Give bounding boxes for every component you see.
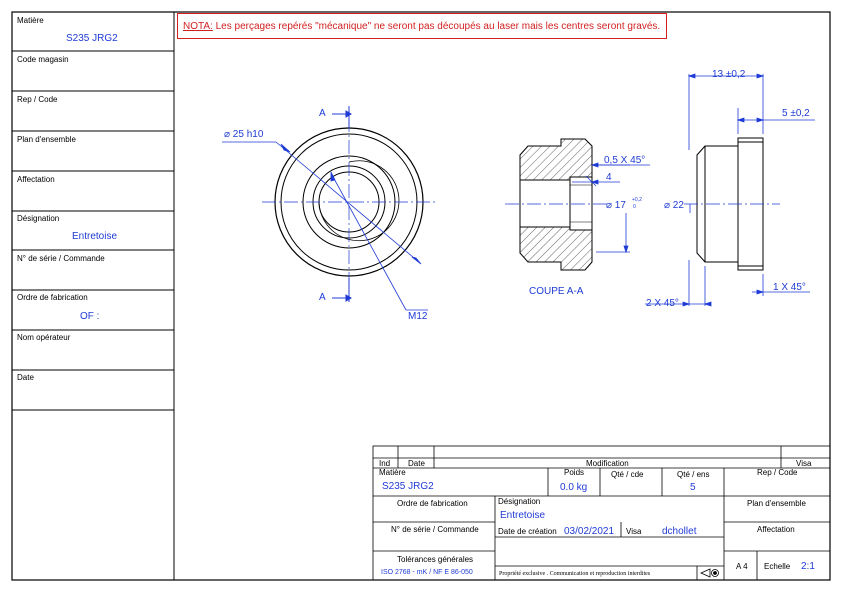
tb-echelle-value: 2:1 (801, 561, 815, 572)
laser-note: NOTA: Les perçages repérés "mécanique" n… (177, 13, 667, 39)
title-block-grid (372, 445, 831, 581)
rep-code-label: Rep / Code (17, 95, 58, 104)
tb-matiere-value: S235 JRG2 (382, 481, 434, 492)
dim-13: 13 ±0,2 (712, 69, 746, 80)
serie-label: N° de série / Commande (17, 254, 105, 263)
ordre-value: OF : (80, 311, 100, 322)
tb-rep-code-label: Rep / Code (757, 468, 798, 477)
tb-designation-value: Entretoise (500, 510, 546, 521)
thread-callout: M12 (408, 311, 428, 322)
section-marker-bottom: A (319, 292, 326, 303)
tb-matiere-label: Matière (379, 468, 406, 477)
dim-5: 5 ±0,2 (782, 108, 810, 119)
tol-17-upper: +0,2 (632, 197, 642, 203)
note-text: Les perçages repérés "mécanique" ne sero… (212, 21, 661, 32)
date-label: Date (17, 373, 34, 382)
projection-symbol-icon (700, 568, 719, 578)
tb-date-creation-label: Date de création (498, 527, 557, 536)
tb-visa: Visa (796, 459, 812, 468)
tb-designation-label: Désignation (498, 497, 541, 506)
section-view (519, 138, 593, 271)
tb-echelle-label: Echelle (764, 562, 791, 571)
tb-propriete: Propriété exclusive . Communication et r… (499, 571, 651, 577)
tb-ordre-label: Ordre de fabrication (397, 499, 468, 508)
tb-modification: Modification (586, 459, 629, 468)
chamfer-small-dim: 0,5 X 45° (604, 155, 646, 166)
side-view (696, 137, 764, 271)
matiere-label: Matière (17, 16, 44, 25)
tb-serie-label: N° de série / Commande (391, 525, 479, 534)
tol-17-lower: 0 (633, 204, 636, 210)
diam-17-dim: ⌀ 17 (606, 200, 626, 211)
tb-date: Date (408, 459, 425, 468)
tb-tolerances-label: Tolérances générales (397, 555, 474, 564)
designation-label: Désignation (17, 214, 60, 223)
tb-poids-label: Poids (564, 468, 585, 477)
tb-visa-label: Visa (626, 527, 642, 536)
tb-qte-ens-label: Qté / ens (677, 470, 710, 479)
matiere-value: S235 JRG2 (66, 33, 118, 44)
left-panel-grid (12, 50, 174, 411)
section-marker-top: A (319, 108, 326, 119)
note-prefix: NOTA: (183, 21, 213, 32)
tb-date-creation-value: 03/02/2021 (564, 526, 615, 537)
diam-22-dim: ⌀ 22 (664, 200, 684, 211)
ordre-label: Ordre de fabrication (17, 293, 88, 302)
tb-format: A 4 (736, 562, 748, 571)
affectation-label: Affectation (17, 175, 55, 184)
dim-4: 4 (606, 172, 612, 183)
tb-plan-label: Plan d'ensemble (747, 499, 806, 508)
code-magasin-label: Code magasin (17, 55, 69, 64)
tb-qte-cde-label: Qté / cde (611, 470, 644, 479)
tb-ind: Ind (379, 459, 391, 468)
tb-poids-value: 0.0 kg (560, 482, 588, 493)
tb-qte-ens-value: 5 (690, 482, 696, 493)
chamfer-1-dim: 1 X 45° (773, 282, 806, 293)
sheet-border (11, 11, 831, 581)
tb-tolerances-value: ISO 2768 - mK / NF E 86-050 (381, 569, 473, 576)
section-title: COUPE A-A (529, 286, 584, 297)
operateur-label: Nom opérateur (17, 333, 71, 342)
diam-25-dim: ⌀ 25 h10 (224, 129, 264, 140)
designation-value: Entretoise (72, 231, 118, 242)
tb-visa-value: dchollet (662, 526, 697, 537)
plan-ensemble-label: Plan d'ensemble (17, 135, 76, 144)
chamfer-2-dim: 2 X 45° (646, 298, 679, 309)
tb-affectation-label: Affectation (757, 525, 795, 534)
